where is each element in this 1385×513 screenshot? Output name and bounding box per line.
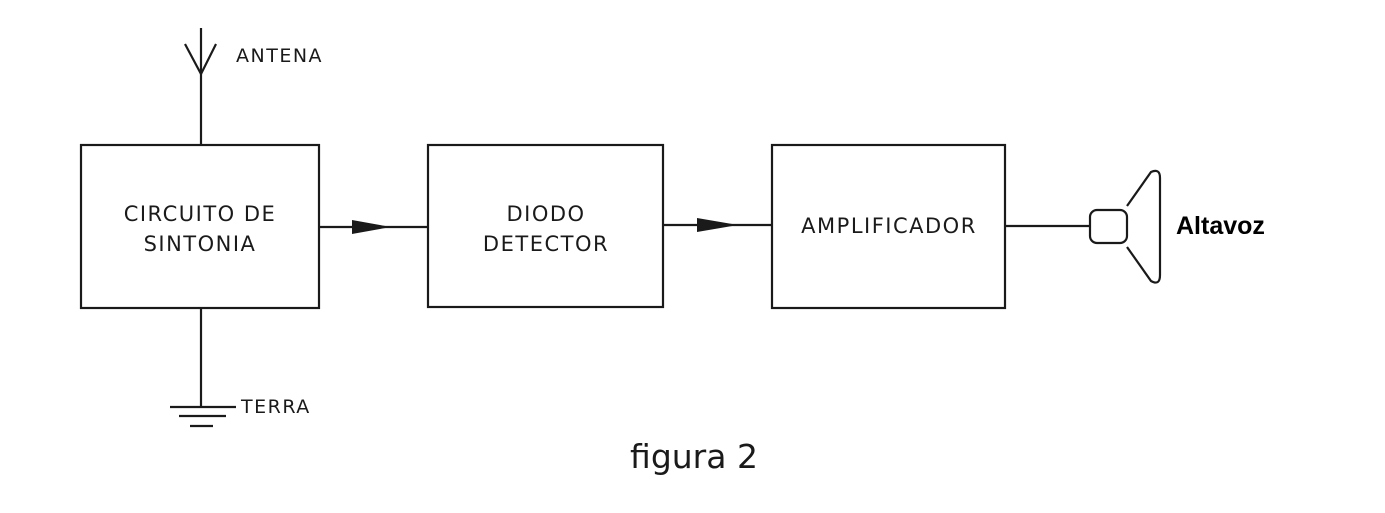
figure-caption: figura 2 xyxy=(630,437,758,476)
speaker-label: Altavoz xyxy=(1176,212,1265,240)
ground-icon xyxy=(170,308,236,428)
arrow-icon xyxy=(697,218,738,232)
ground-label: TERRA xyxy=(240,396,311,418)
amplifier-block: AMPLIFICADOR xyxy=(770,143,1007,310)
tuning-circuit-label-line2: SINTONIA xyxy=(144,232,257,256)
arrow-icon xyxy=(352,220,391,234)
tuning-circuit-label-line1: CIRCUITO DE xyxy=(124,202,277,226)
speaker-icon xyxy=(1088,169,1162,284)
diode-detector-label-line1: DIODO xyxy=(506,202,585,226)
amplifier-label: AMPLIFICADOR xyxy=(801,214,977,238)
antenna-icon xyxy=(184,28,217,145)
diode-detector-block: DIODO DETECTOR xyxy=(426,143,665,309)
antenna-label: ANTENA xyxy=(236,45,323,67)
diode-detector-label-line2: DETECTOR xyxy=(483,232,609,256)
tuning-circuit-block: CIRCUITO DE SINTONIA xyxy=(79,143,321,310)
